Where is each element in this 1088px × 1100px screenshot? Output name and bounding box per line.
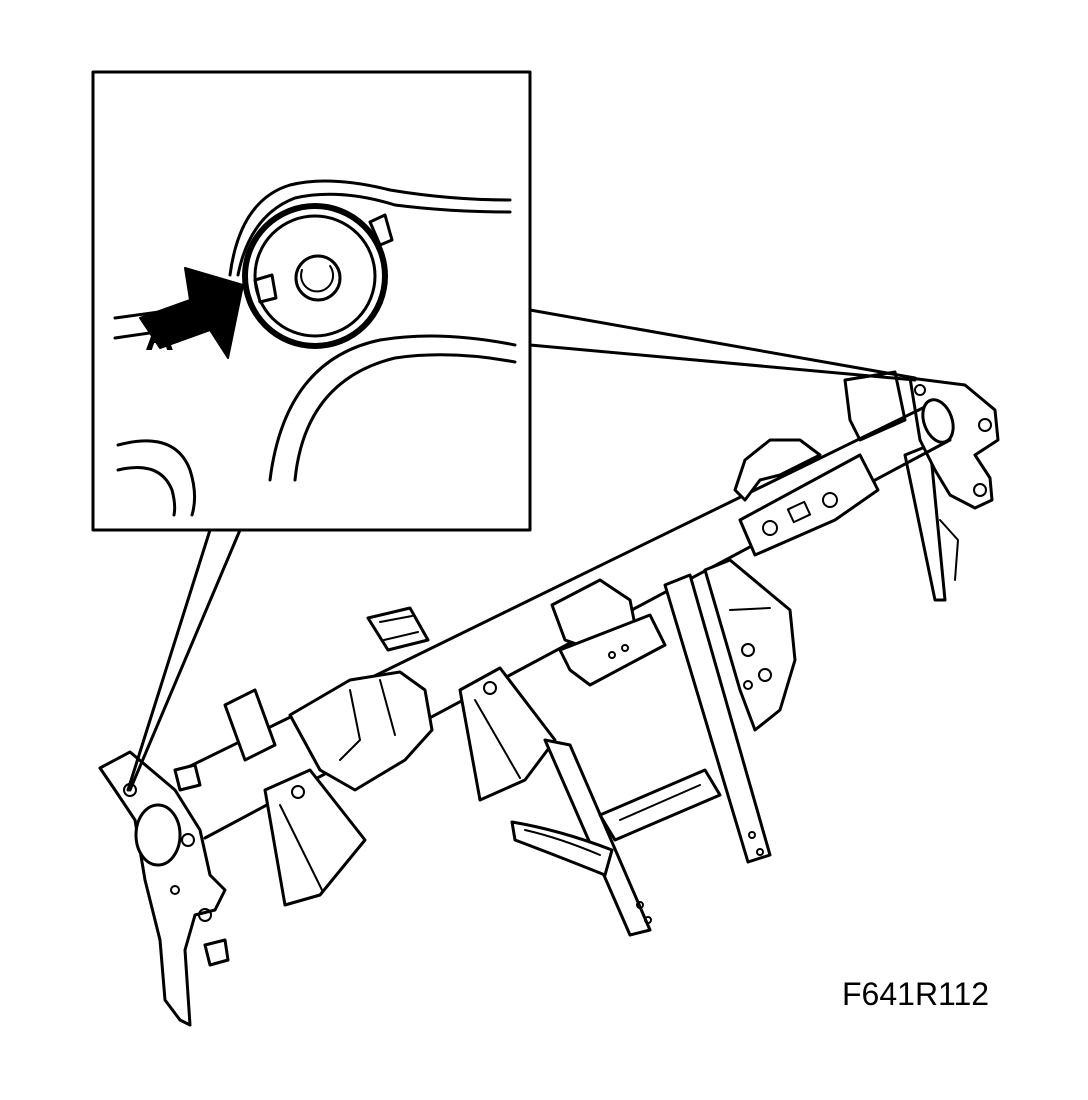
clock-spring-ring: [242, 203, 394, 349]
middle-steering-bracket: [458, 666, 557, 802]
figure-id-label: F641R112: [842, 976, 990, 1012]
curved-lower-plate: [510, 820, 614, 877]
left-steering-bracket: [263, 768, 367, 907]
right-plate-bracket: [703, 558, 797, 732]
lower-horizontal-brace: [598, 768, 722, 842]
center-tube-bracket: [550, 578, 667, 687]
lower-right-brace: [663, 573, 772, 864]
crossmember-assembly: [98, 370, 1000, 1027]
left-end-plate: [98, 750, 230, 1027]
steering-column-support: [223, 670, 434, 792]
arrow-indicator-icon: [139, 267, 244, 359]
upper-center-bracket: [733, 438, 880, 557]
detail-inset-view: A: [91, 70, 532, 532]
callout-label-a: A: [145, 315, 174, 359]
callout-leader-lines: [126, 308, 917, 792]
upper-left-tab: [366, 606, 430, 652]
